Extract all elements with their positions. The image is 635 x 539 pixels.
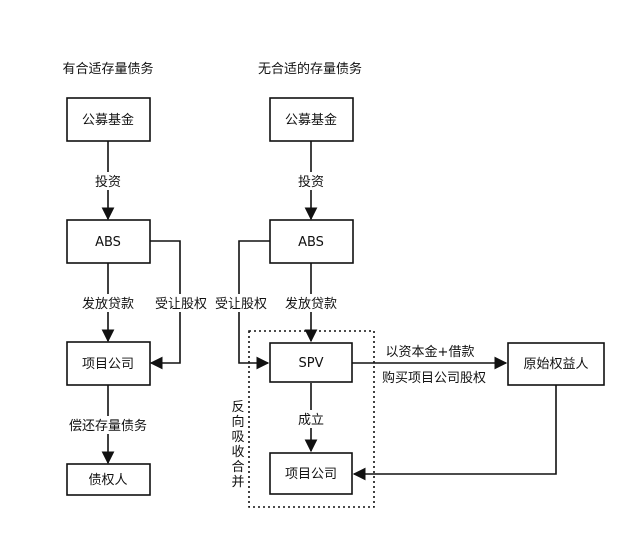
right-title: 无合适的存量债务: [258, 61, 362, 77]
label-merge-char: 合: [231, 460, 244, 475]
label-capital-line1: 以资本金+借款: [386, 344, 475, 360]
node-label: 项目公司: [285, 467, 337, 482]
node-left-fund: 公募基金: [66, 97, 151, 142]
node-creditor: 债权人: [66, 463, 151, 496]
label-right-loan: 发放贷款: [285, 296, 337, 312]
label-merge-char: 收: [231, 445, 244, 460]
label-establish: 成立: [298, 413, 324, 428]
node-left-project: 项目公司: [66, 341, 151, 386]
node-label: 公募基金: [285, 112, 337, 128]
label-merge-char: 向: [231, 414, 244, 430]
node-right-abs: ABS: [269, 219, 354, 264]
node-label: ABS: [298, 235, 324, 250]
node-left-abs: ABS: [66, 219, 151, 264]
label-merge-char: 反: [231, 400, 244, 415]
node-label: SPV: [299, 356, 324, 371]
label-right-invest: 投资: [298, 174, 324, 190]
node-label: 项目公司: [82, 357, 134, 372]
label-merge-char: 并: [231, 475, 244, 490]
node-label: 原始权益人: [523, 356, 588, 372]
node-label: 债权人: [88, 472, 127, 488]
label-left-equity: 受让股权: [155, 296, 207, 312]
node-original-owner: 原始权益人: [507, 342, 605, 386]
node-right-fund: 公募基金: [269, 97, 354, 142]
label-capital-line2: 购买项目公司股权: [382, 370, 486, 386]
label-left-repay: 偿还存量债务: [69, 418, 147, 434]
left-title: 有合适存量债务: [62, 61, 153, 77]
node-spv: SPV: [269, 342, 353, 383]
node-right-project: 项目公司: [269, 452, 353, 495]
edge-owner-to-project: [352, 385, 557, 481]
label-right-equity: 受让股权: [215, 296, 267, 312]
label-left-loan: 发放贷款: [82, 296, 134, 312]
node-label: ABS: [95, 235, 121, 250]
label-merge-char: 吸: [231, 430, 244, 445]
label-left-invest: 投资: [95, 174, 121, 190]
node-label: 公募基金: [82, 112, 134, 128]
